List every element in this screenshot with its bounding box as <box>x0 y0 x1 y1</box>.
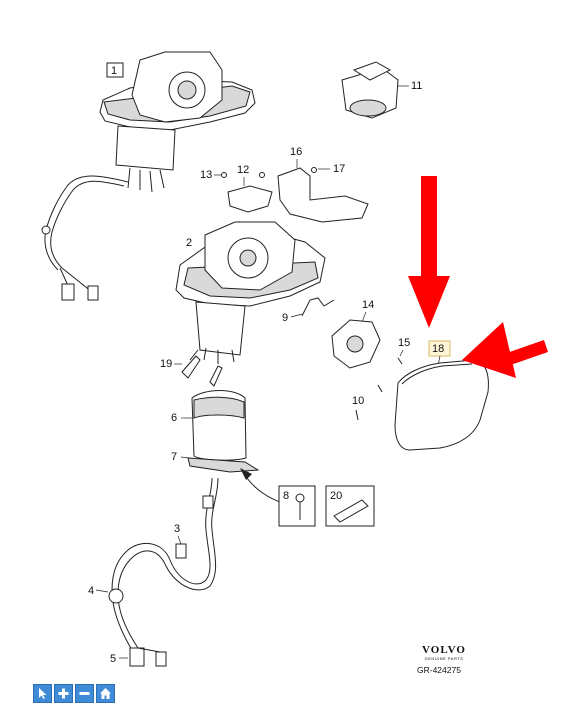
part-2-base-housing: 2 <box>175 221 326 364</box>
part-17-screw: 17 <box>311 163 345 175</box>
part-15-screw: 15 <box>397 337 410 365</box>
callout-14: 14 <box>362 299 374 311</box>
callout-11: 11 <box>411 80 422 92</box>
pointer-button[interactable] <box>33 684 52 703</box>
brand-mark: VOLVO GENUINE PARTS <box>414 644 474 661</box>
callout-13: 13 <box>200 169 212 181</box>
pointer-icon <box>39 688 47 699</box>
home-icon <box>100 688 111 699</box>
lower-harness: 3 4 5 <box>88 477 219 667</box>
diagram-reference: GR-424275 <box>417 665 461 675</box>
highlight-arrow-down <box>408 176 450 328</box>
callout-1: 1 <box>111 65 117 77</box>
part-11-motor-unit: 11 <box>341 61 422 119</box>
callout-9: 9 <box>282 312 288 324</box>
callout-2: 2 <box>186 237 192 249</box>
callout-16: 16 <box>290 146 302 158</box>
home-button[interactable] <box>96 684 115 703</box>
zoom-in-icon <box>58 688 69 699</box>
zoom-out-button[interactable] <box>75 684 94 703</box>
part-10-screw: 10 <box>352 384 383 421</box>
highlight-arrow-left <box>462 322 548 378</box>
part-1-mirror-housing: 1 <box>99 51 256 193</box>
brand-logo: VOLVO <box>422 644 466 656</box>
part-8-box: 8 <box>278 485 316 527</box>
part-19-screws: 19 <box>160 349 223 387</box>
part-9-clip: 9 <box>282 297 335 324</box>
callout-18: 18 <box>432 343 444 355</box>
part-6-lower-cover: 6 <box>171 390 247 461</box>
callout-3: 3 <box>174 523 180 535</box>
callout-19: 19 <box>160 358 172 370</box>
zoom-in-button[interactable] <box>54 684 73 703</box>
callout-4: 4 <box>88 585 94 597</box>
callout-15: 15 <box>398 337 410 349</box>
part-14-adjuster-plate: 14 <box>331 299 381 369</box>
viewer-toolbar <box>33 684 115 703</box>
part-18-mirror-glass: 18 <box>394 340 489 451</box>
callout-7: 7 <box>171 451 177 463</box>
part-16-cover: 16 <box>277 146 369 223</box>
zoom-out-icon <box>79 692 90 695</box>
callout-8: 8 <box>283 490 289 502</box>
pointer-arrow <box>240 468 286 505</box>
part-13-screw: 13 <box>200 169 227 181</box>
callout-17: 17 <box>333 163 345 175</box>
callout-10: 10 <box>352 395 364 407</box>
brand-subtitle: GENUINE PARTS <box>424 656 464 661</box>
callout-12: 12 <box>237 164 249 176</box>
part-12-bracket: 12 <box>227 164 273 213</box>
callout-20: 20 <box>330 490 342 502</box>
callout-5: 5 <box>110 653 116 665</box>
callout-6: 6 <box>171 412 177 424</box>
upper-harness <box>41 175 129 301</box>
part-20-box: 20 <box>325 485 375 527</box>
